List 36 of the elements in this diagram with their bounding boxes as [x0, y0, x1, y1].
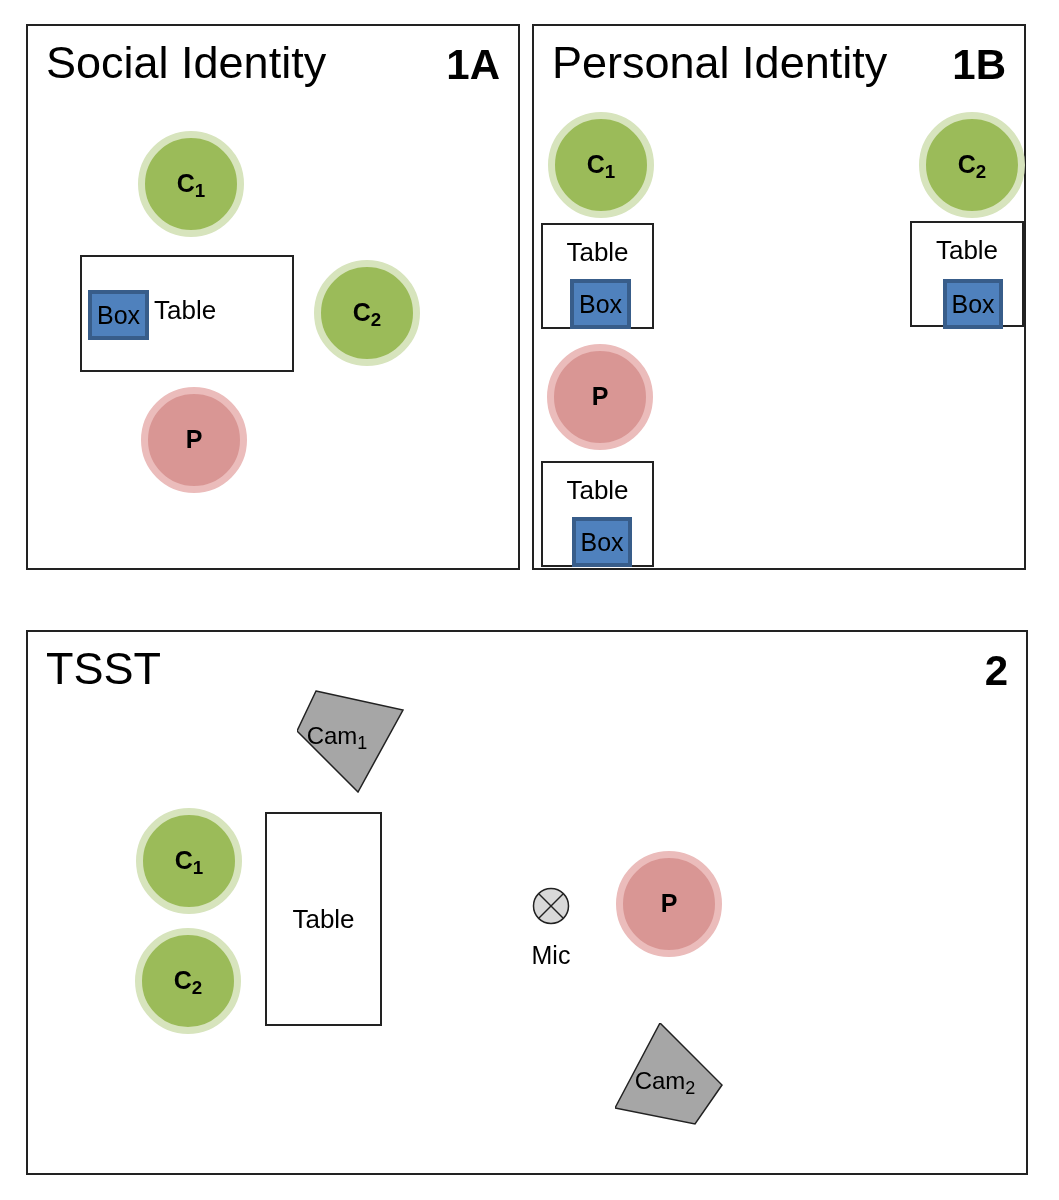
camera-label: Cam$_{1}$: [306, 724, 368, 748]
storage-box: Box: [88, 290, 149, 340]
person-marker: C$_{1}$: [136, 808, 242, 914]
panel-number: 2: [984, 650, 1008, 692]
person-marker: C$_{2}$: [135, 928, 241, 1034]
table-label: Table: [291, 906, 356, 932]
microphone-symbol: [532, 887, 570, 925]
table-outline: [910, 221, 1024, 327]
camera-label: Cam$_{2}$: [634, 1069, 696, 1093]
person-marker: C$_{2}$: [314, 260, 420, 366]
panel-title: Personal Identity: [552, 40, 888, 85]
table-label: Table: [154, 297, 217, 323]
table-outline: [265, 812, 382, 1026]
mic-label: Mic: [530, 940, 572, 971]
table-outline: [541, 461, 654, 567]
table-label: Table: [565, 239, 630, 265]
person-marker: C$_{2}$: [919, 112, 1025, 218]
panel-number: 1A: [446, 44, 500, 86]
storage-box: Box: [570, 279, 631, 329]
table-outline: [80, 255, 294, 372]
storage-box: Box: [943, 279, 1003, 329]
person-marker: P: [616, 851, 722, 957]
person-marker: P: [141, 387, 247, 493]
table-label: Table: [565, 477, 630, 503]
person-marker: C$_{1}$: [548, 112, 654, 218]
panel-title: Social Identity: [46, 40, 327, 85]
table-label: Table: [934, 237, 1000, 263]
person-marker: C$_{1}$: [138, 131, 244, 237]
storage-box: Box: [572, 517, 632, 567]
panel-title: TSST: [46, 646, 161, 691]
panel-number: 1B: [952, 44, 1006, 86]
panel-frame: [26, 630, 1028, 1175]
table-outline: [541, 223, 654, 329]
person-marker: P: [547, 344, 653, 450]
panel-frame: [26, 24, 520, 570]
panel-frame: [532, 24, 1026, 570]
